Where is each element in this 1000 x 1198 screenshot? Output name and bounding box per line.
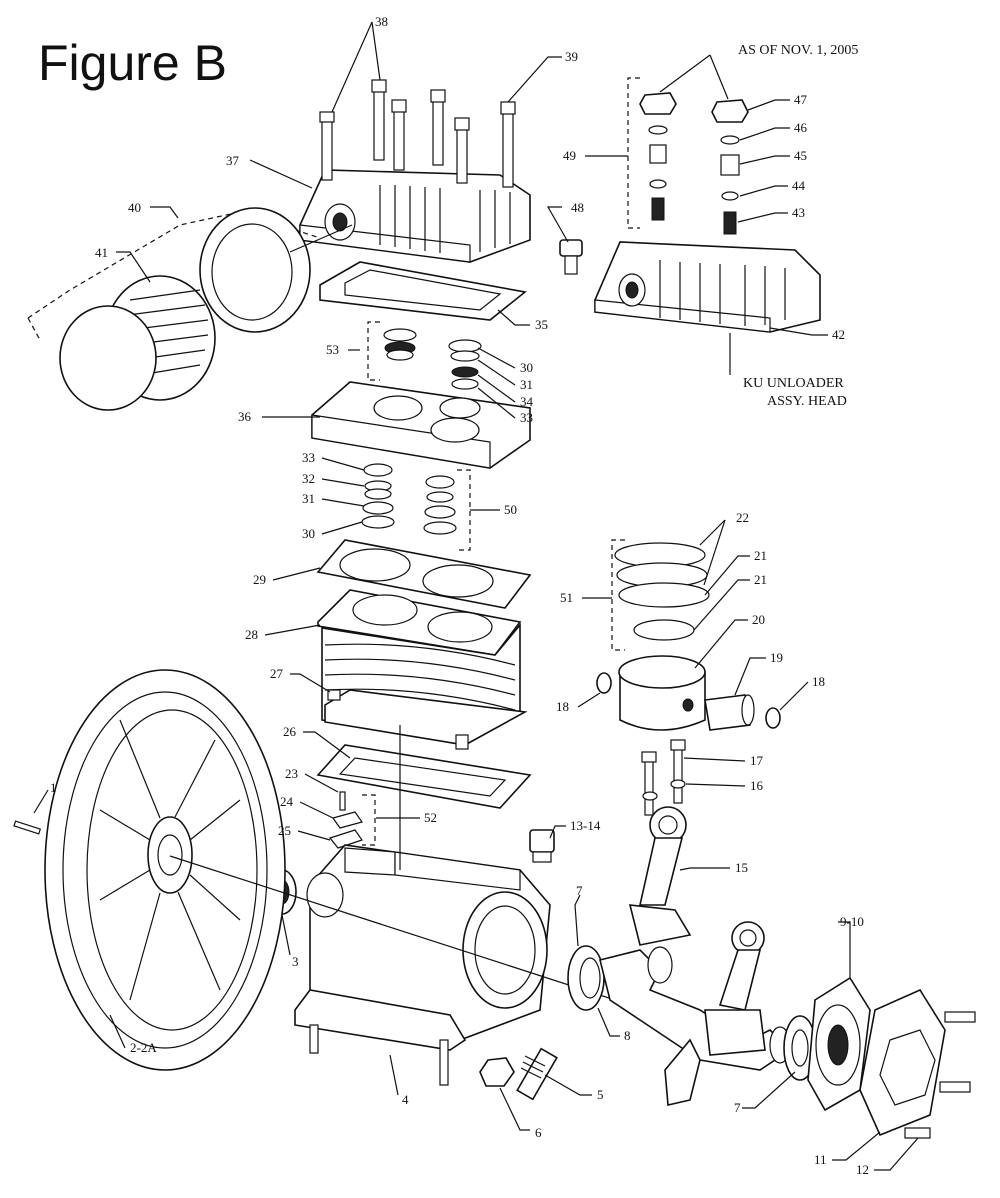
flywheel bbox=[44, 669, 286, 1071]
callout-48: 48 bbox=[571, 200, 584, 215]
crankcase bbox=[294, 844, 551, 1086]
callout-11: 11 bbox=[814, 1152, 827, 1167]
callout-25: 25 bbox=[278, 823, 291, 838]
callout-28: 28 bbox=[245, 627, 258, 642]
figure-title: Figure B bbox=[38, 35, 227, 91]
unloader-fitting bbox=[559, 239, 583, 275]
valve-plate bbox=[311, 381, 531, 469]
callout-43: 43 bbox=[792, 205, 805, 220]
upper-valve-parts bbox=[383, 328, 482, 390]
callout-13-14: 13-14 bbox=[570, 818, 601, 833]
callout-26: 26 bbox=[283, 724, 297, 739]
leader-lines bbox=[33, 21, 919, 1171]
callout-30-left: 30 bbox=[302, 526, 315, 541]
callout-39: 39 bbox=[565, 49, 578, 64]
callout-44: 44 bbox=[792, 178, 806, 193]
rod-cap bbox=[664, 1038, 701, 1106]
callout-52: 52 bbox=[424, 810, 437, 825]
callout-7-top: 7 bbox=[576, 883, 583, 898]
end-cover bbox=[859, 988, 976, 1139]
rod-bolts bbox=[641, 739, 686, 816]
callout-6: 6 bbox=[535, 1125, 542, 1140]
air-filter bbox=[27, 207, 353, 411]
lower-valve-parts bbox=[361, 463, 471, 551]
callout-20: 20 bbox=[752, 612, 765, 627]
callout-32: 32 bbox=[302, 471, 315, 486]
unloader-note-line1: KU UNLOADER bbox=[743, 376, 844, 391]
callout-36: 36 bbox=[238, 409, 252, 424]
bearing-carrier bbox=[783, 976, 871, 1112]
callout-27: 27 bbox=[270, 666, 284, 681]
piston-rings bbox=[611, 539, 710, 651]
callout-30-right: 30 bbox=[520, 360, 533, 375]
callout-38: 38 bbox=[375, 14, 388, 29]
callout-9-10: 9-10 bbox=[840, 914, 864, 929]
wrist-pin-clip-right bbox=[765, 707, 781, 729]
callout-40: 40 bbox=[128, 200, 141, 215]
unloader-note-line2: ASSY. HEAD bbox=[767, 394, 847, 409]
cylinder-head bbox=[299, 169, 531, 263]
callout-2-2A: 2-2A bbox=[130, 1040, 157, 1055]
callout-5: 5 bbox=[597, 1087, 604, 1102]
callout-49: 49 bbox=[563, 148, 576, 163]
piston bbox=[618, 655, 706, 731]
callout-19: 19 bbox=[770, 650, 783, 665]
callout-23: 23 bbox=[285, 766, 298, 781]
drain-nipple bbox=[516, 1047, 558, 1101]
callout-29: 29 bbox=[253, 572, 266, 587]
drain-plug bbox=[479, 1057, 515, 1087]
breather-parts bbox=[328, 791, 376, 849]
callout-42: 42 bbox=[832, 327, 845, 342]
cylinder bbox=[317, 589, 528, 750]
callout-41: 41 bbox=[95, 245, 108, 260]
callout-12: 12 bbox=[856, 1162, 869, 1177]
callout-8: 8 bbox=[624, 1028, 631, 1043]
callout-53: 53 bbox=[326, 342, 339, 357]
callout-33-right: 33 bbox=[520, 410, 533, 425]
callout-17: 17 bbox=[750, 753, 764, 768]
callout-labels: 38 39 37 40 41 35 53 30 31 34 33 36 33 3… bbox=[50, 14, 869, 1177]
cylinder-gasket bbox=[316, 539, 532, 609]
callout-16: 16 bbox=[750, 778, 764, 793]
callout-46: 46 bbox=[794, 120, 808, 135]
callout-21-top: 21 bbox=[754, 548, 767, 563]
callout-1: 1 bbox=[50, 780, 57, 795]
main-bearing bbox=[567, 945, 605, 1011]
callout-21-bottom: 21 bbox=[754, 572, 767, 587]
callout-22: 22 bbox=[736, 510, 749, 525]
oil-fill-cap bbox=[529, 829, 555, 863]
callout-24: 24 bbox=[280, 794, 294, 809]
callout-18-right: 18 bbox=[812, 674, 825, 689]
callout-18-left: 18 bbox=[556, 699, 569, 714]
unloader-valve-stack bbox=[627, 77, 749, 235]
callout-45: 45 bbox=[794, 148, 807, 163]
callout-37: 37 bbox=[226, 153, 240, 168]
callout-31-right: 31 bbox=[520, 377, 533, 392]
callout-15: 15 bbox=[735, 860, 748, 875]
callout-33-left: 33 bbox=[302, 450, 315, 465]
revision-note: AS OF NOV. 1, 2005 bbox=[738, 43, 858, 58]
callout-7-bottom: 7 bbox=[734, 1100, 741, 1115]
callout-47: 47 bbox=[794, 92, 808, 107]
callout-31-left: 31 bbox=[302, 491, 315, 506]
callout-51: 51 bbox=[560, 590, 573, 605]
wrist-pin-clip-left bbox=[596, 672, 612, 694]
wrist-pin bbox=[704, 694, 755, 731]
callout-50: 50 bbox=[504, 502, 517, 517]
shaft-axis bbox=[169, 855, 641, 1009]
callout-3: 3 bbox=[292, 954, 299, 969]
unloader-head bbox=[594, 241, 821, 333]
callout-4: 4 bbox=[402, 1092, 409, 1107]
callout-35: 35 bbox=[535, 317, 548, 332]
head-bolts bbox=[319, 79, 516, 188]
connecting-rod bbox=[628, 806, 766, 1056]
flywheel-key bbox=[13, 820, 42, 835]
callout-34: 34 bbox=[520, 394, 534, 409]
